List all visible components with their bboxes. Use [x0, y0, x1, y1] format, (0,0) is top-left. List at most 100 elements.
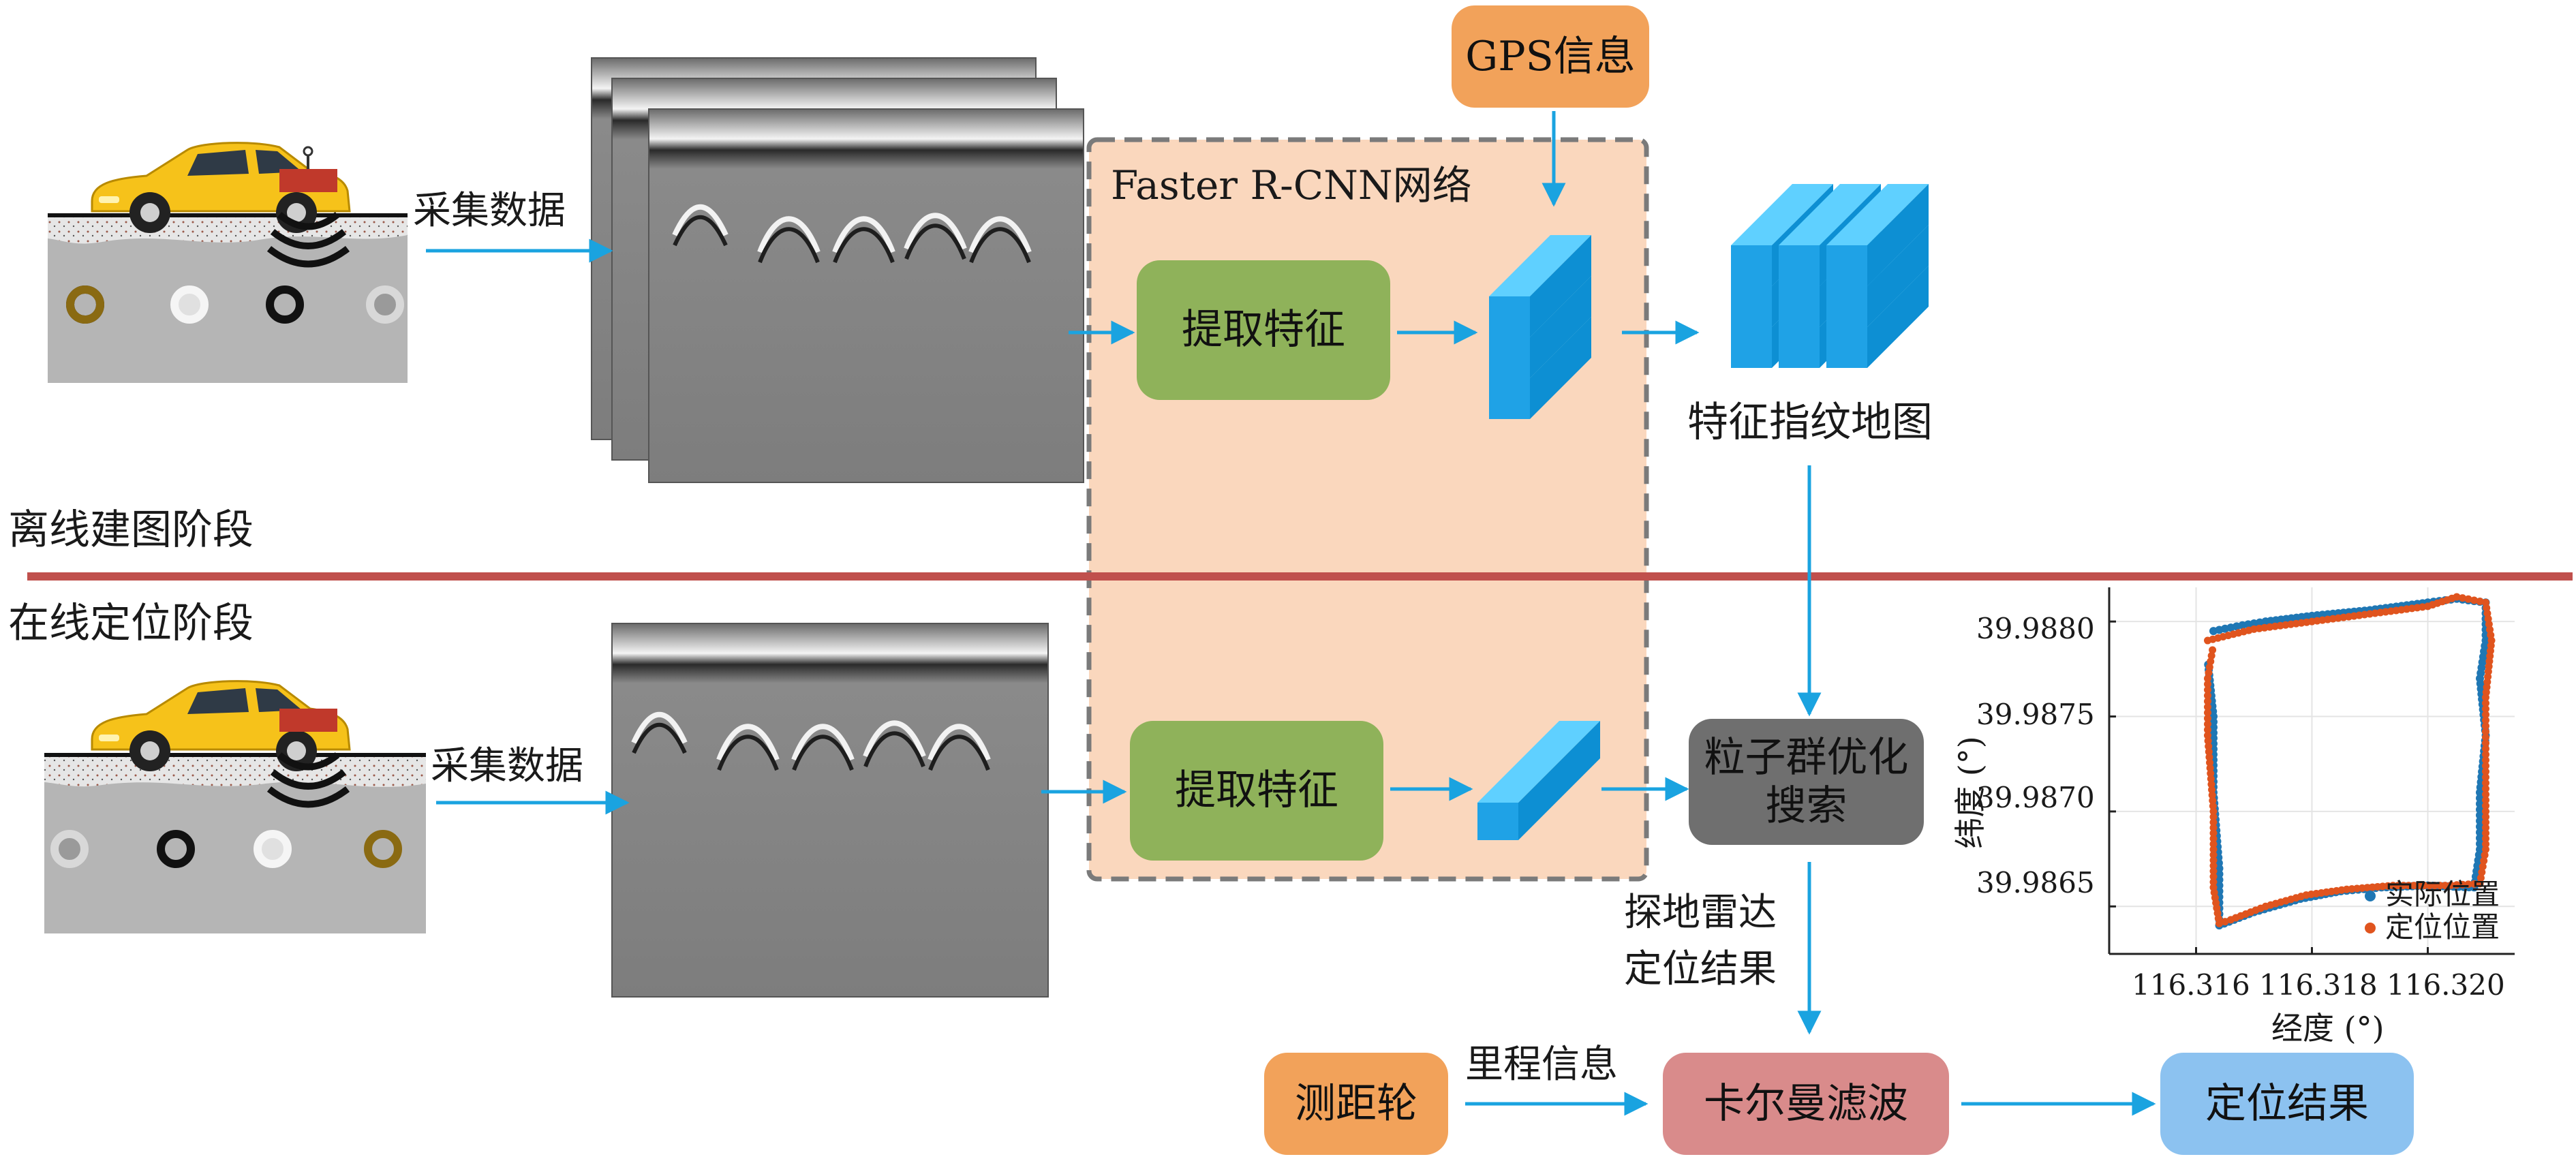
- trajectory-point: [2204, 697, 2211, 705]
- trajectory-point: [2209, 802, 2217, 810]
- localization-result-box: 定位结果: [2160, 1053, 2414, 1155]
- trajectory-point: [2482, 840, 2489, 848]
- trajectory-point: [2459, 594, 2466, 602]
- trajectory-point: [2482, 756, 2489, 764]
- trajectory-point: [2209, 878, 2218, 886]
- network-title: Faster R-CNN网络: [1111, 162, 1472, 208]
- trajectory-point: [2205, 747, 2213, 756]
- extract-feature-box-top: 提取特征: [1137, 260, 1390, 400]
- online-stage-label: 在线定位阶段: [8, 600, 254, 647]
- legend-estimated-label: 定位位置: [2385, 910, 2500, 944]
- trajectory-point: [2215, 869, 2224, 878]
- trajectory-point: [2476, 805, 2484, 814]
- trajectory-point: [2482, 813, 2489, 821]
- trajectory-point: [2482, 846, 2489, 854]
- trajectory-point: [2482, 796, 2489, 804]
- trajectory-point: [2410, 882, 2418, 890]
- trajectory-point: [2482, 773, 2489, 782]
- trajectory-point: [2205, 753, 2213, 761]
- trajectory-point: [2482, 711, 2489, 719]
- trajectory-point: [2215, 876, 2224, 884]
- y-tick-label: 39.9870: [1976, 781, 2095, 814]
- y-tick-label: 39.9865: [1976, 866, 2095, 899]
- trajectory-point: [2476, 799, 2484, 808]
- trajectory-point: [2479, 863, 2487, 871]
- trajectory-point: [2476, 839, 2484, 848]
- trajectory-point: [2208, 786, 2216, 794]
- trajectory-point: [2207, 775, 2215, 783]
- trajectory-point: [2482, 767, 2489, 775]
- trajectory-point: [2453, 593, 2461, 601]
- trajectory-point: [2482, 784, 2489, 792]
- trajectory-point: [2482, 739, 2489, 747]
- trajectory-point: [2209, 646, 2217, 654]
- trajectory-point: [2441, 882, 2449, 890]
- legend-actual-label: 实际位置: [2385, 878, 2500, 911]
- trajectory-point: [2204, 720, 2211, 728]
- pso-search-box: 粒子群优化搜索: [1689, 719, 1924, 845]
- trajectory-point: [2464, 880, 2472, 888]
- trajectory-point: [2482, 705, 2489, 713]
- feature-map-label: 特征指纹地图: [1687, 399, 1933, 446]
- trajectory-point: [2480, 856, 2488, 865]
- gpr-result-line2: 定位结果: [1624, 947, 1777, 991]
- trajectory-point: [2205, 668, 2213, 677]
- y-tick-label: 39.9880: [1976, 612, 2095, 645]
- trajectory-point: [2207, 651, 2215, 660]
- trajectory-point: [2476, 822, 2484, 831]
- trajectory-point: [2209, 851, 2218, 859]
- trajectory-point: [2453, 881, 2461, 889]
- trajectory-point: [2482, 835, 2489, 843]
- trajectory-point: [2204, 726, 2211, 734]
- feature-vector-icon: [1477, 721, 1600, 840]
- trajectory-point: [2436, 882, 2444, 890]
- legend-actual-marker: [2365, 891, 2376, 901]
- trajectory-point: [2209, 835, 2218, 843]
- kalman-filter-box: 卡尔曼滤波: [1663, 1053, 1949, 1155]
- trajectory-point: [2476, 833, 2484, 842]
- trajectory-point: [2482, 779, 2489, 787]
- trajectory-point: [2470, 596, 2478, 604]
- trajectory-point: [2477, 874, 2485, 882]
- trajectory-point: [2204, 686, 2211, 694]
- trajectory-point: [2482, 829, 2489, 837]
- trajectory-point: [2482, 790, 2489, 799]
- trajectory-point: [2482, 716, 2489, 724]
- trajectory-point: [2209, 840, 2218, 848]
- trajectory-point: [2482, 694, 2489, 702]
- trajectory-point: [2399, 882, 2408, 890]
- trajectory-point: [2209, 807, 2218, 816]
- trajectory-point: [2205, 663, 2213, 671]
- trajectory-point: [2476, 598, 2484, 606]
- trajectory-point: [2476, 828, 2484, 837]
- trajectory-point: [2482, 750, 2489, 758]
- trajectory-point: [2482, 824, 2489, 832]
- trajectory-point: [2209, 818, 2218, 826]
- extract-feature-box-bottom: 提取特征: [1130, 721, 1383, 861]
- trajectory-point: [2209, 856, 2218, 865]
- gpr-antenna-icon: [266, 709, 350, 808]
- trajectory-point: [2470, 880, 2478, 888]
- gpr-antenna-icon: [266, 146, 350, 268]
- y-axis-label: 纬度 (°): [1951, 736, 1989, 849]
- trajectory-point: [2209, 797, 2217, 805]
- trajectory-point: [2209, 883, 2218, 891]
- trajectory-point: [2476, 794, 2484, 803]
- trajectory-point: [2482, 733, 2489, 741]
- trajectory-point: [2209, 873, 2218, 881]
- x-axis-label: 经度 (°): [2271, 1010, 2385, 1047]
- trajectory-point: [2205, 742, 2213, 750]
- collect-data-label-bottom: 采集数据: [431, 744, 583, 788]
- trajectory-point: [2204, 709, 2211, 717]
- trajectory-point: [2209, 867, 2218, 876]
- trajectory-point: [2482, 699, 2489, 707]
- trajectory-point: [2476, 788, 2484, 797]
- trajectory-point: [2208, 791, 2216, 799]
- trajectory-point: [2420, 882, 2428, 890]
- gpr-image-stack: [591, 57, 1084, 483]
- x-tick-label: 116.320: [2387, 968, 2505, 1002]
- trajectory-point: [2464, 595, 2472, 603]
- odometer-box: 测距轮: [1264, 1053, 1448, 1155]
- trajectory-point: [2476, 816, 2484, 825]
